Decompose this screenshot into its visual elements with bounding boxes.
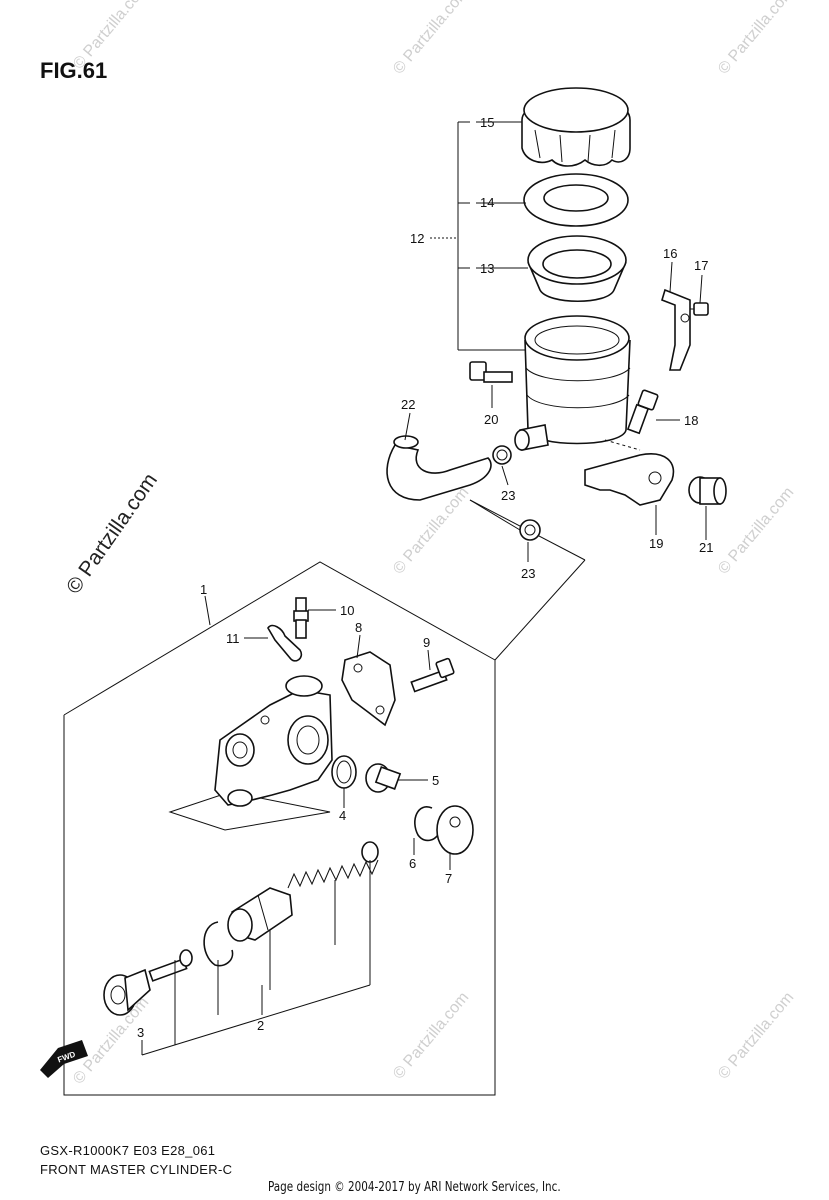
bracket-screw [690, 302, 709, 316]
callout-18: 18 [684, 413, 698, 428]
push-rod [148, 949, 193, 982]
callout-23-upper: 23 [501, 488, 515, 503]
watermark-grid: © Partzilla.com © Partzilla.com © Partzi… [70, 0, 797, 1088]
callout-5: 5 [432, 773, 439, 788]
watermark-text: © Partzilla.com [390, 0, 472, 78]
diaphragm-plate [523, 173, 629, 227]
reservoir-holder [584, 439, 675, 506]
callout-16: 16 [663, 246, 677, 261]
callout-4: 4 [339, 808, 346, 823]
callout-12: 12 [410, 231, 424, 246]
diaphragm [527, 235, 627, 303]
callout-23-lower: 23 [521, 566, 535, 581]
callout-15: 15 [480, 115, 494, 130]
reservoir-group-bracket [430, 121, 530, 351]
watermark-text: © Partzilla.com [715, 484, 797, 578]
bracket-bolt [626, 389, 659, 435]
forward-direction-badge: FWD [40, 1040, 88, 1078]
cylinder-holder [341, 651, 396, 727]
master-cylinder-body [214, 675, 333, 807]
push-rod-boot [103, 968, 151, 1016]
callout-7: 7 [445, 871, 452, 886]
callout-10: 10 [340, 603, 354, 618]
bleeder-valve [293, 597, 309, 639]
callout-3: 3 [137, 1025, 144, 1040]
callout-1: 1 [200, 582, 207, 597]
reservoir-bolt [469, 361, 513, 383]
callout-2: 2 [257, 1018, 264, 1033]
piston [227, 887, 293, 942]
watermark-text: © Partzilla.com [390, 484, 472, 578]
reservoir-cap [521, 87, 631, 167]
leader-lines [204, 121, 707, 1015]
callout-labels: 1 2 3 4 5 6 7 8 9 10 11 12 13 14 15 16 1… [137, 115, 713, 1040]
circlip [414, 806, 441, 842]
callout-14: 14 [480, 195, 494, 210]
watermark-text: © Partzilla.com [715, 0, 797, 78]
diagram-title: FRONT MASTER CYLINDER-C [40, 1162, 233, 1177]
reservoir-body [514, 315, 631, 451]
callout-17: 17 [694, 258, 708, 273]
figure-title: FIG.61 [40, 58, 108, 83]
bleeder-cap [267, 624, 303, 662]
callout-11: 11 [226, 631, 240, 646]
piston-set-leaders [141, 860, 371, 1056]
watermark-text: © Partzilla.com [70, 0, 152, 73]
callout-21: 21 [699, 540, 713, 555]
callout-22: 22 [401, 397, 415, 412]
o-ring [331, 755, 357, 789]
holder-grommet [688, 476, 727, 505]
connector-fitting [365, 763, 402, 793]
dust-boot [436, 805, 474, 855]
watermark-text: © Partzilla.com [715, 989, 797, 1083]
piston-spring [287, 841, 379, 889]
callout-19: 19 [649, 536, 663, 551]
callout-9: 9 [423, 635, 430, 650]
reservoir-hose [386, 435, 492, 501]
watermark-text: © Partzilla.com [390, 989, 472, 1083]
holder-bolt [410, 657, 455, 693]
callout-8: 8 [355, 620, 362, 635]
hose-clamp-upper [492, 445, 512, 465]
reservoir-bracket [661, 288, 691, 371]
piston-circlip [203, 921, 234, 967]
callout-6: 6 [409, 856, 416, 871]
hose-clamp-lower [519, 519, 541, 541]
model-code: GSX-R1000K7 E03 E28_061 [40, 1143, 216, 1158]
callout-20: 20 [484, 412, 498, 427]
page-credit: Page design © 2004-2017 by ARI Network S… [268, 1180, 561, 1195]
callout-13: 13 [480, 261, 494, 276]
